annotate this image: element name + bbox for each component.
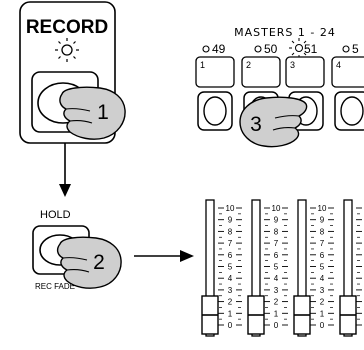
master-card-1[interactable]: 1 [195, 56, 235, 88]
master-led-49: 49 [202, 42, 226, 56]
fader-scale-label: 2 [274, 298, 279, 307]
fader-scale-label: 3 [228, 286, 233, 295]
master-button-4[interactable] [334, 91, 364, 131]
fader-scale-label: 7 [320, 239, 325, 248]
fader-scale-label: 4 [320, 274, 325, 283]
master-card-number: 2 [246, 60, 251, 70]
led-icon [254, 45, 262, 53]
record-label: RECORD [26, 17, 108, 38]
master-led-50: 50 [254, 42, 278, 56]
arrow-right-icon [134, 250, 194, 262]
master-led-52: 5 [342, 42, 359, 56]
fader-scale-label: 10 [318, 204, 327, 213]
master-card-3[interactable]: 3 [285, 56, 325, 88]
led-icon [202, 45, 210, 53]
master-button-1[interactable] [197, 91, 233, 131]
fader-scale-label: 10 [272, 204, 281, 213]
step-number-1: 1 [97, 101, 109, 124]
led-label: 49 [212, 42, 226, 56]
fader-scale-label: 8 [228, 227, 233, 236]
masters-title: MASTERS 1 - 24 [234, 26, 336, 39]
master-card-number: 3 [290, 60, 295, 70]
master-card-number: 4 [336, 60, 341, 70]
record-panel: RECORD 1 [19, 1, 126, 144]
fader-scale-label: 0 [274, 321, 279, 330]
fader-track[interactable] [205, 199, 215, 337]
master-faders: 1098765432101098765432101098765432101098… [201, 199, 364, 337]
hold-panel: HOLD REC FADE 2 [32, 209, 122, 291]
fader-scale-label: 2 [228, 298, 233, 307]
led-lit-icon [289, 38, 309, 58]
arrow-down-icon [59, 143, 71, 197]
fader-scale-label: 0 [320, 321, 325, 330]
hand-icon-2: 2 [56, 236, 122, 289]
master-card-number: 1 [200, 60, 205, 70]
fader-scale-label: 9 [228, 216, 233, 225]
masters-panel: MASTERS 1 - 24 49 50 51 [195, 26, 364, 148]
fader-scale-label: 6 [274, 251, 279, 260]
fader-scale-label: 5 [228, 263, 233, 272]
fader-track[interactable] [251, 199, 261, 337]
fader-scale-label: 10 [226, 204, 235, 213]
fader-scale-label: 5 [320, 263, 325, 272]
fader-scale-label: 1 [274, 309, 279, 318]
fader-scale-label: 3 [274, 286, 279, 295]
fader-track[interactable] [343, 199, 353, 337]
fader-scale-label: 1 [320, 309, 325, 318]
step-number-2: 2 [93, 251, 105, 274]
fader-scale-label: 6 [320, 251, 325, 260]
master-led-51: 51 [289, 38, 318, 58]
fader-scale-label: 4 [274, 274, 279, 283]
fader-scale-label: 5 [274, 263, 279, 272]
hand-icon-1: 1 [59, 86, 126, 140]
fader-scale-label: 0 [228, 321, 233, 330]
led-label: 50 [264, 42, 278, 56]
fader-track[interactable] [297, 199, 307, 337]
led-icon [342, 45, 350, 53]
fader-scale-label: 7 [274, 239, 279, 248]
fader-scale-label: 6 [228, 251, 233, 260]
fader-scale-label: 1 [228, 309, 233, 318]
fader-scale-label: 9 [274, 216, 279, 225]
fader-scale-label: 3 [320, 286, 325, 295]
master-card-4[interactable]: 4 [331, 56, 364, 88]
led-label: 51 [304, 42, 318, 56]
step-number-3: 3 [250, 113, 262, 136]
fader-scale-label: 8 [320, 227, 325, 236]
fader-scale-label: 8 [274, 227, 279, 236]
led-label: 5 [352, 42, 359, 56]
record-led-icon [55, 38, 79, 62]
fader-scale-label: 9 [320, 216, 325, 225]
fader-scale-label: 4 [228, 274, 233, 283]
hold-label: HOLD [40, 209, 71, 221]
master-card-2[interactable]: 2 [241, 56, 281, 88]
rec-fade-label: REC FADE [35, 282, 75, 291]
fader-scale-label: 2 [320, 298, 325, 307]
fader-scale-label: 7 [228, 239, 233, 248]
hand-icon-3: 3 [239, 96, 308, 148]
